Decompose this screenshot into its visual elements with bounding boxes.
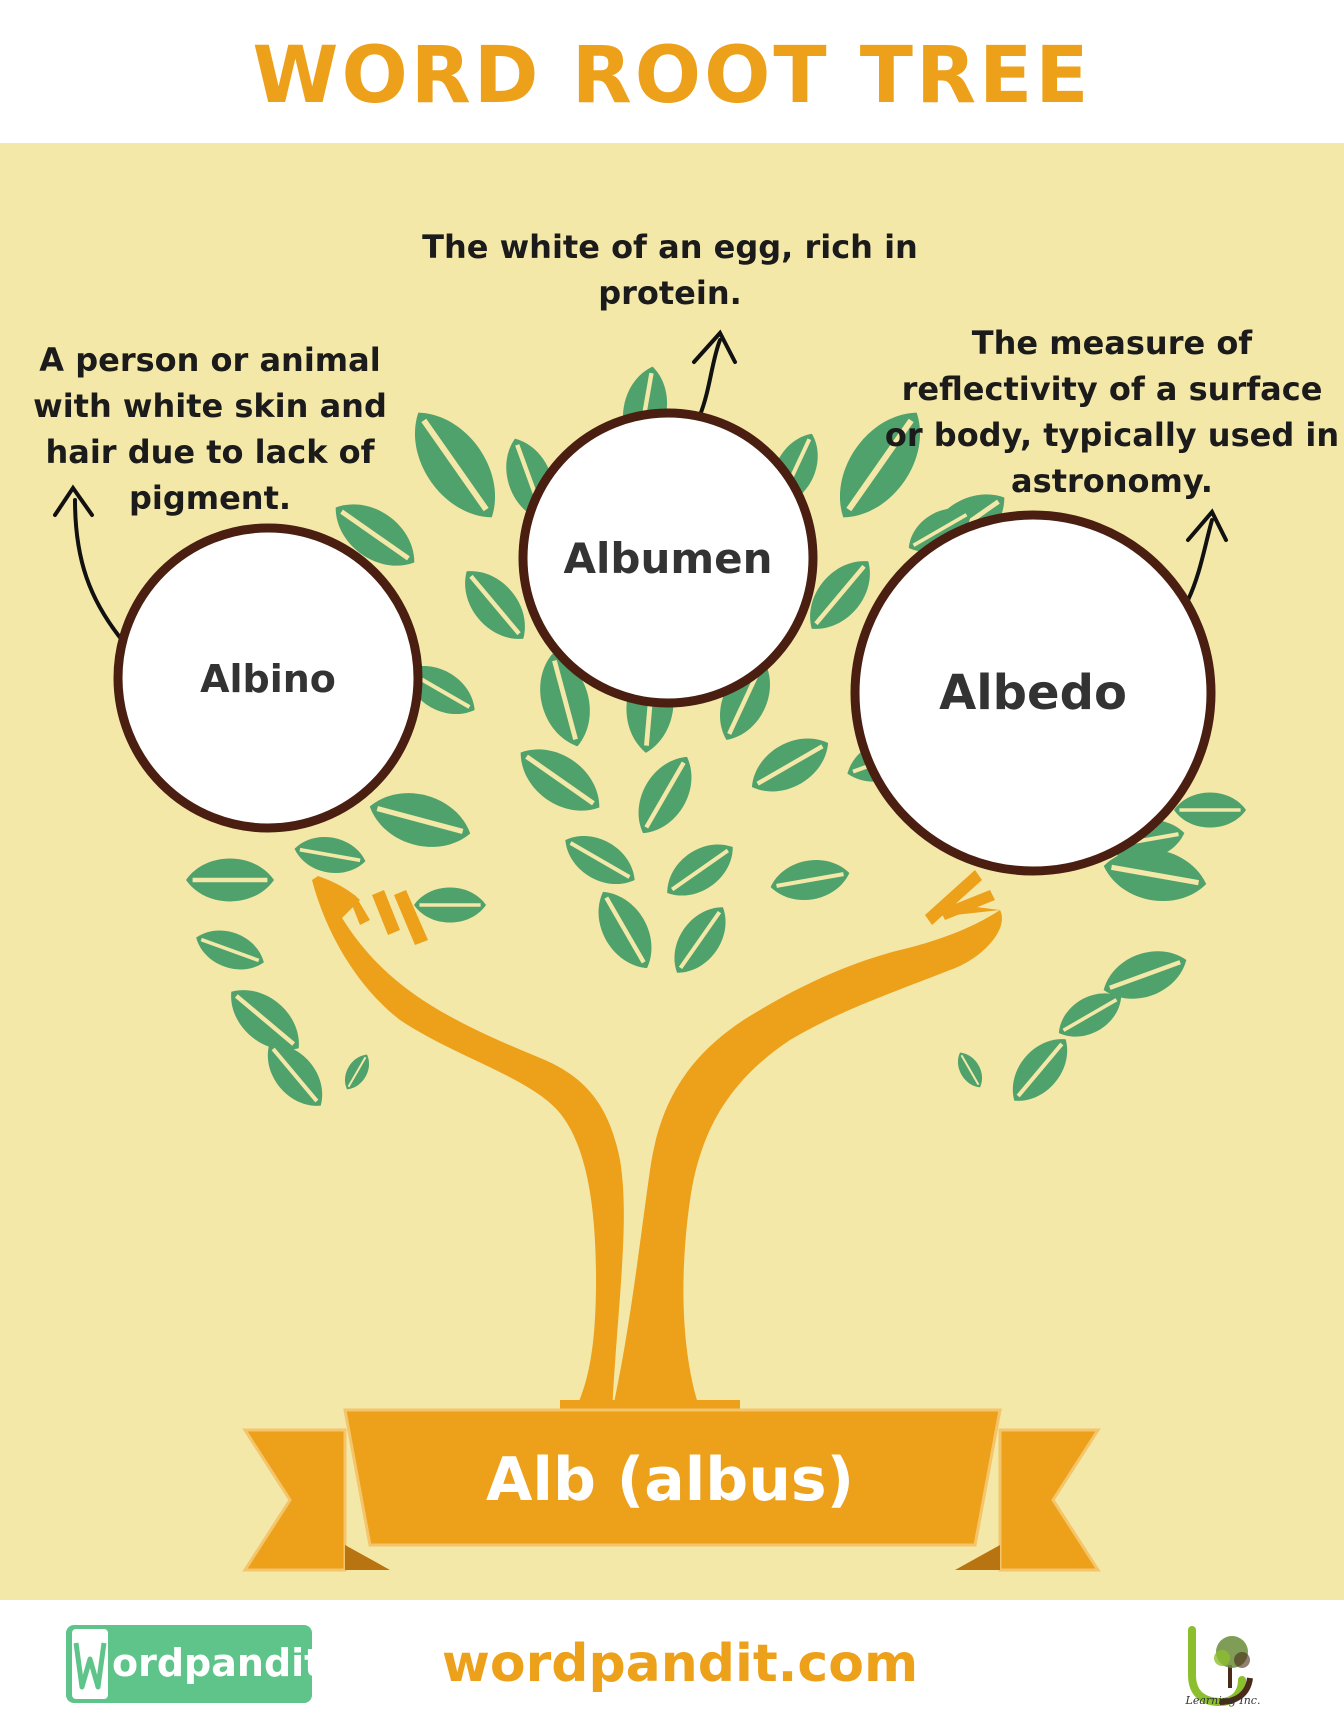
trunk-and-hands [312,870,1002,1420]
root-banner [242,1408,1101,1572]
albumen-definition: The white of an egg, rich in protein. [422,228,918,312]
albedo-label: Albedo [939,665,1127,721]
page-title: WORD ROOT TREE [252,31,1092,121]
wordpandit-logo[interactable]: ordpandit [66,1625,322,1703]
albino-definition: A person or animal with white skin and h… [33,341,387,517]
albumen-label: Albumen [563,534,773,583]
albedo-circle [850,510,1216,876]
albino-label: Albino [200,657,336,701]
albumen-circle [518,408,818,708]
albino-circle [113,523,423,833]
logo-text: ordpandit [112,1641,323,1685]
learning-inc-caption: Learning Inc. [1185,1694,1261,1707]
header: WORD ROOT TREE [0,0,1344,143]
learning-inc-logo-icon [1188,1626,1253,1707]
w-letter-icon [72,1629,108,1699]
connector-arrows [53,329,1228,642]
albedo-definition: The measure of reflectivity of a surface… [884,324,1340,500]
site-link[interactable]: wordpandit.com [441,1634,919,1694]
root-word-label: Alb (albus) [485,1445,855,1515]
